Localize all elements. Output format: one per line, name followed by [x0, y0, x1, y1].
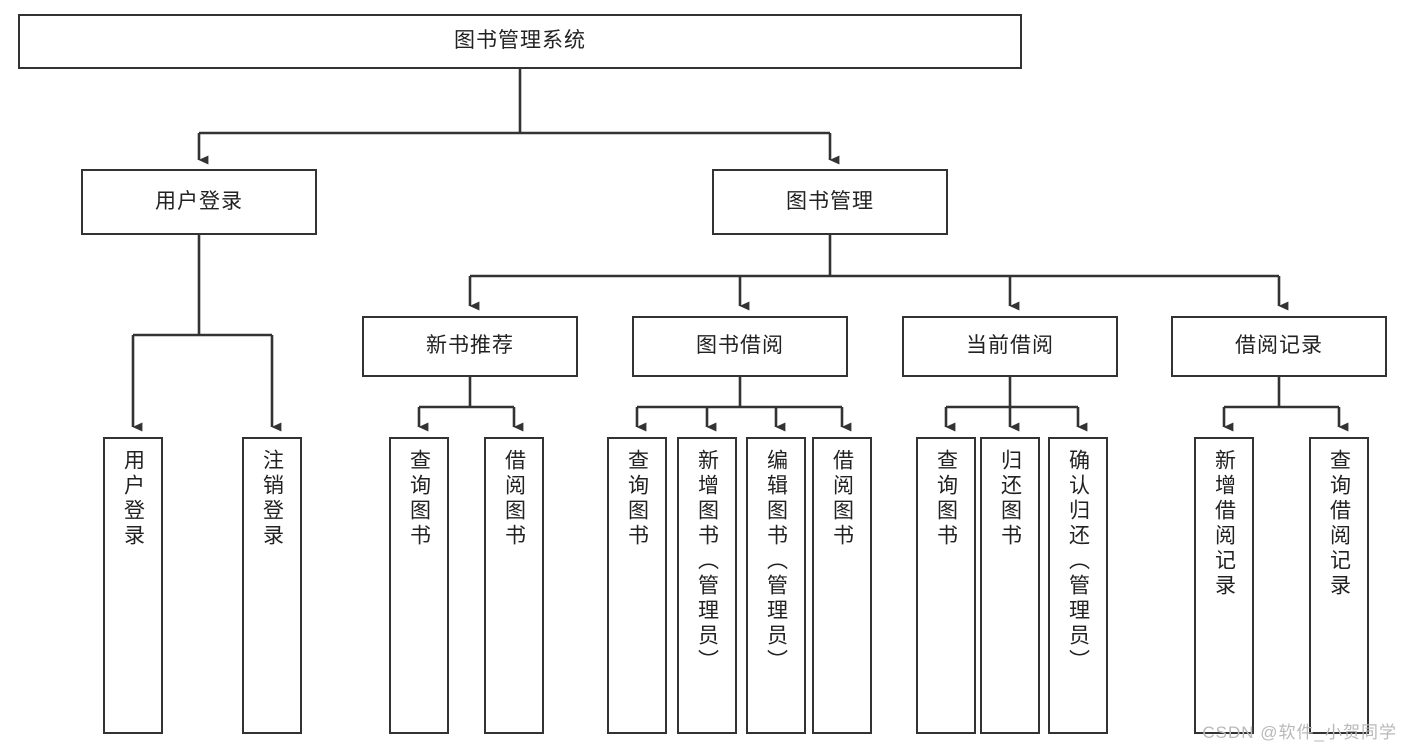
- leaf-user-login-label: 用户登录: [121, 449, 145, 549]
- leaf-query-record-label: 查询借阅记录: [1327, 449, 1351, 599]
- leaf-add-record-label: 新增借阅记录: [1212, 449, 1236, 599]
- leaf-query-book-3[interactable]: 查询图书: [916, 437, 976, 734]
- leaf-borrow-book-1-label: 借阅图书: [502, 449, 526, 549]
- leaf-add-book[interactable]: 新增图书（管理员）: [677, 437, 737, 734]
- leaf-user-logout[interactable]: 注销登录: [242, 437, 302, 734]
- node-new-book-recommend[interactable]: 新书推荐: [362, 316, 578, 377]
- node-borrow-record[interactable]: 借阅记录: [1171, 316, 1387, 377]
- node-user-login[interactable]: 用户登录: [81, 169, 317, 235]
- leaf-add-record[interactable]: 新增借阅记录: [1194, 437, 1254, 734]
- leaf-confirm-return-label: 确认归还（管理员）: [1066, 449, 1090, 674]
- node-root[interactable]: 图书管理系统: [18, 14, 1022, 69]
- leaf-query-book-2-label: 查询图书: [625, 449, 649, 549]
- leaf-query-book-3-label: 查询图书: [934, 449, 958, 549]
- leaf-borrow-book-2-label: 借阅图书: [830, 449, 854, 549]
- leaf-query-record[interactable]: 查询借阅记录: [1309, 437, 1369, 734]
- leaf-return-book-label: 归还图书: [998, 449, 1022, 549]
- node-book-manage[interactable]: 图书管理: [712, 169, 948, 235]
- leaf-edit-book[interactable]: 编辑图书（管理员）: [746, 437, 806, 734]
- leaf-query-book-2[interactable]: 查询图书: [607, 437, 667, 734]
- leaf-user-login[interactable]: 用户登录: [103, 437, 163, 734]
- leaf-confirm-return[interactable]: 确认归还（管理员）: [1048, 437, 1108, 734]
- leaf-edit-book-label: 编辑图书（管理员）: [764, 449, 788, 674]
- node-root-label: 图书管理系统: [454, 29, 586, 53]
- node-borrow-record-label: 借阅记录: [1235, 334, 1323, 358]
- leaf-return-book[interactable]: 归还图书: [980, 437, 1040, 734]
- node-book-borrow[interactable]: 图书借阅: [632, 316, 848, 377]
- leaf-query-book-1-label: 查询图书: [407, 449, 431, 549]
- node-new-book-recommend-label: 新书推荐: [426, 334, 514, 358]
- node-current-borrow[interactable]: 当前借阅: [902, 316, 1118, 377]
- leaf-query-book-1[interactable]: 查询图书: [389, 437, 449, 734]
- node-book-manage-label: 图书管理: [786, 189, 874, 213]
- node-book-borrow-label: 图书借阅: [696, 334, 784, 358]
- leaf-user-logout-label: 注销登录: [260, 449, 284, 549]
- leaf-borrow-book-1[interactable]: 借阅图书: [484, 437, 544, 734]
- node-current-borrow-label: 当前借阅: [966, 334, 1054, 358]
- node-user-login-label: 用户登录: [155, 189, 243, 213]
- leaf-add-book-label: 新增图书（管理员）: [695, 449, 719, 674]
- leaf-borrow-book-2[interactable]: 借阅图书: [812, 437, 872, 734]
